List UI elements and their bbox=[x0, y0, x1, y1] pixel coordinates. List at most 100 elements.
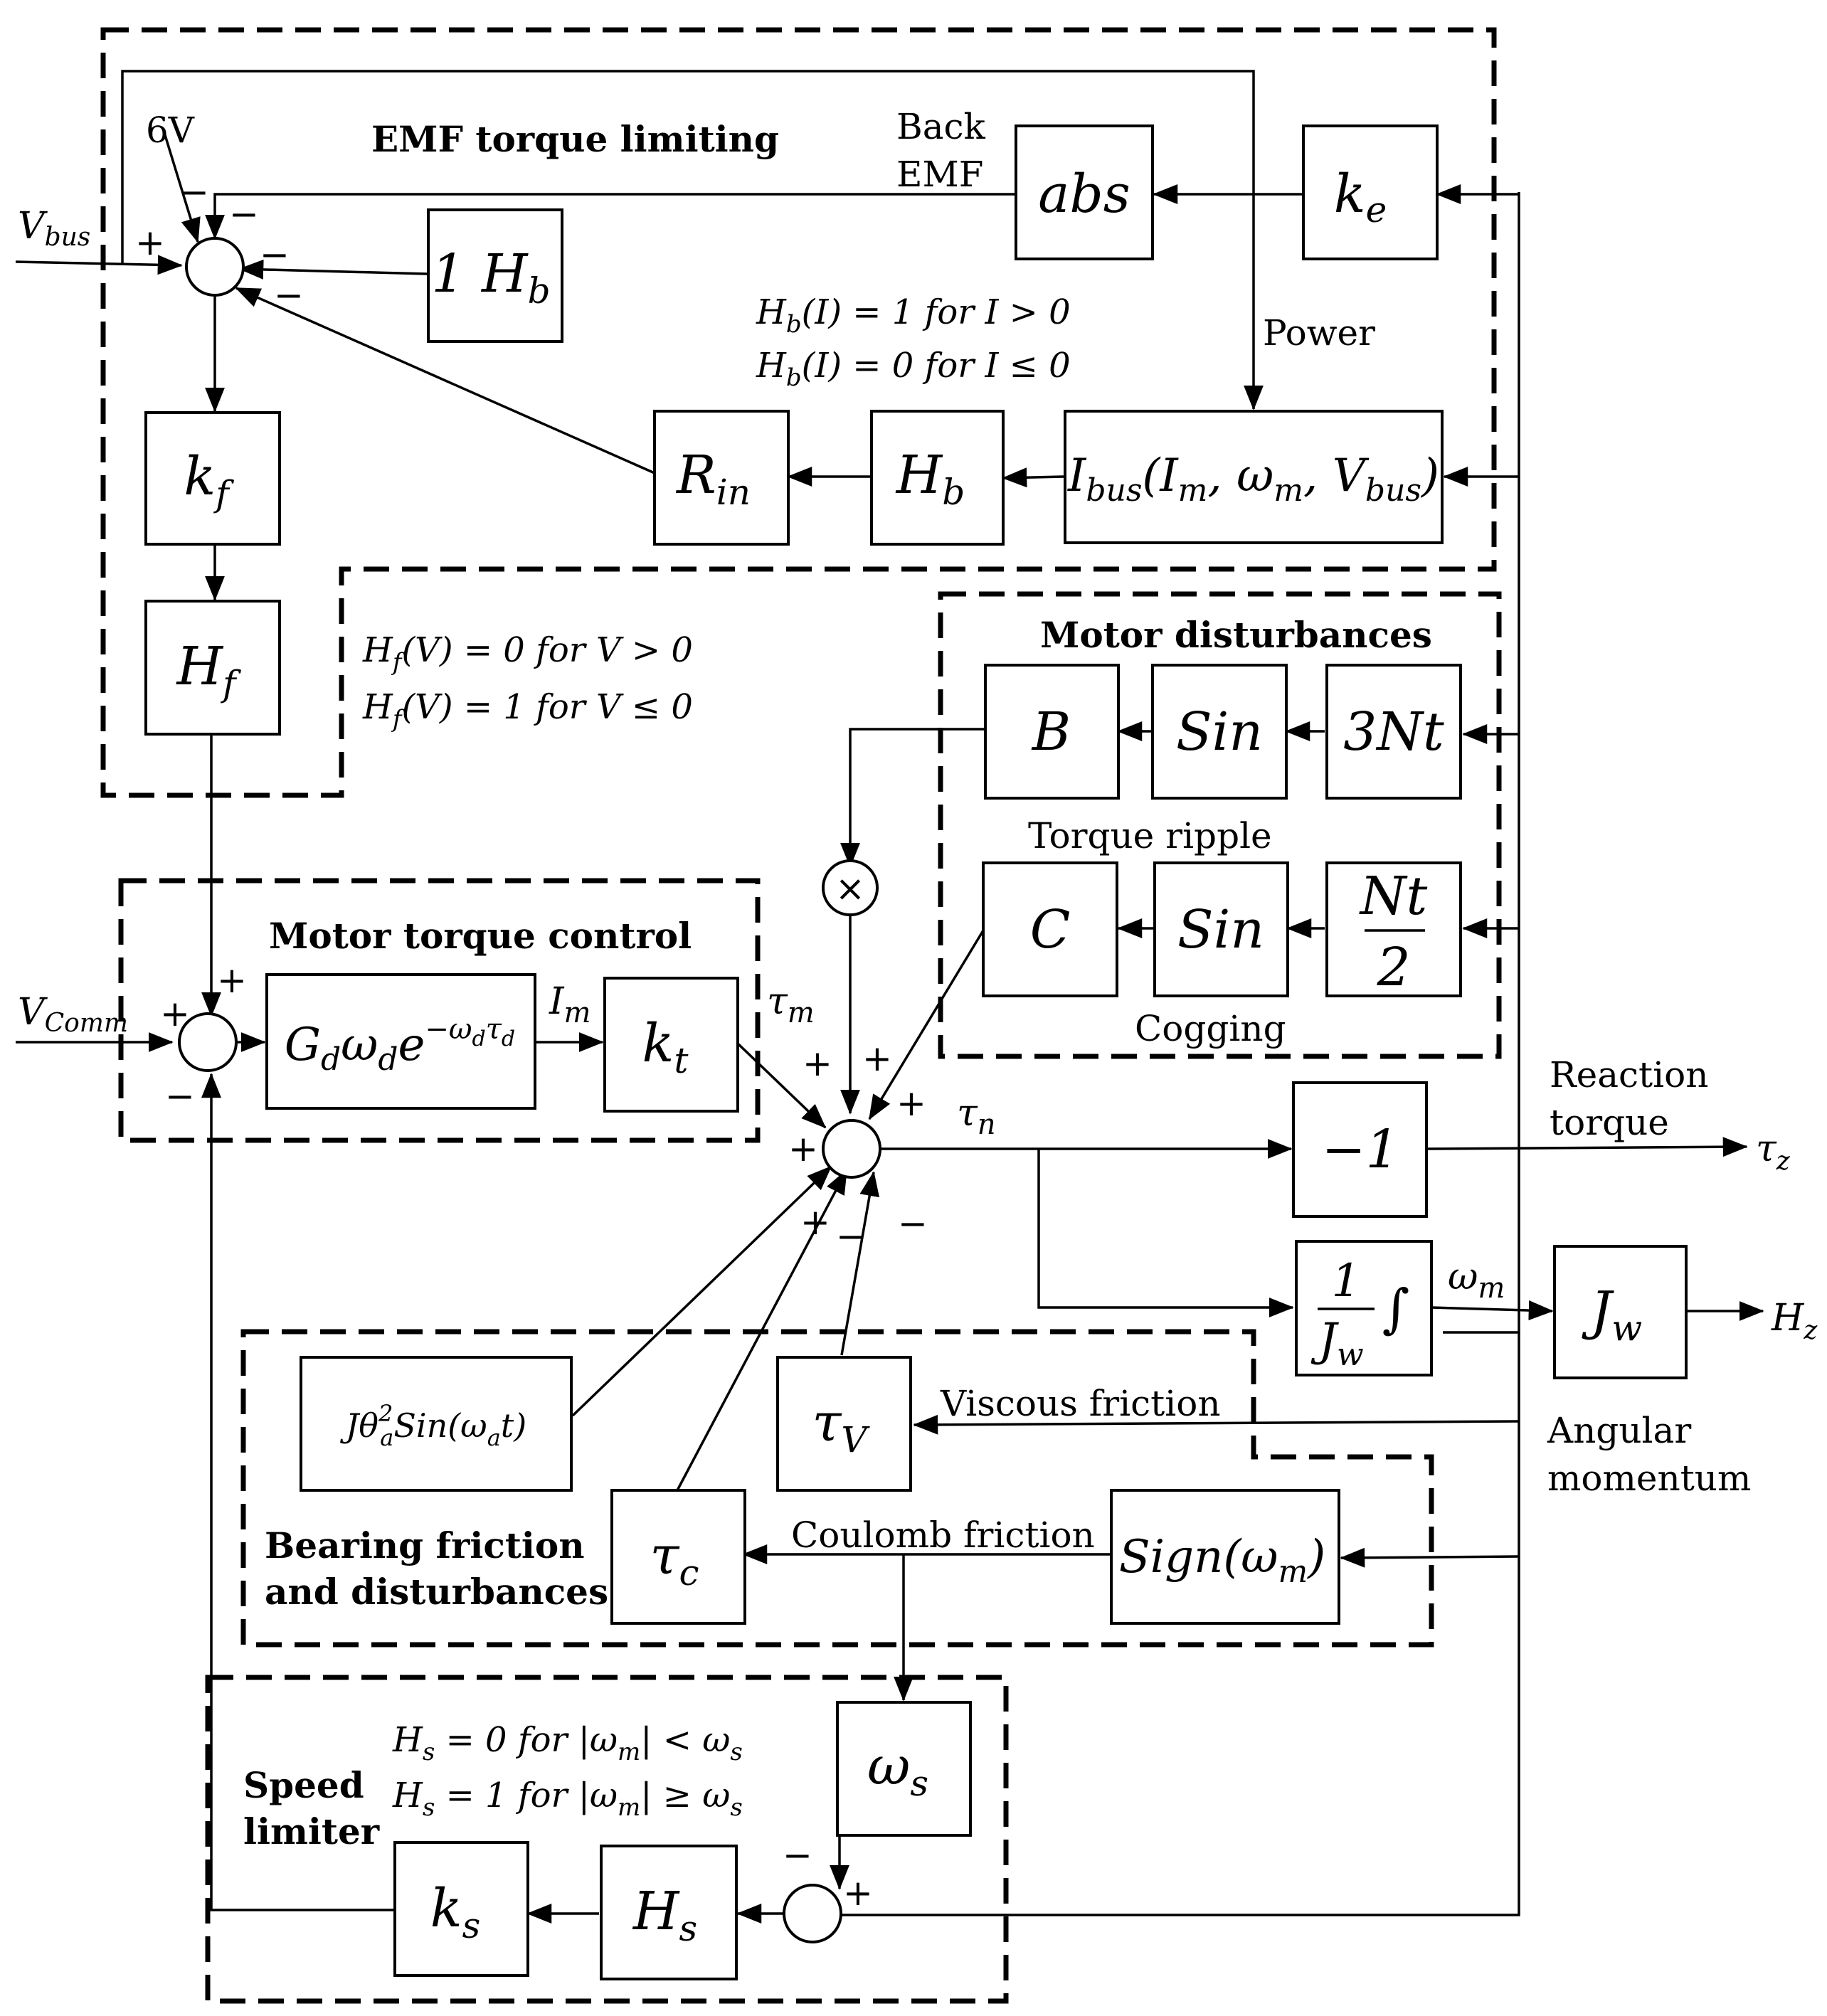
tau-v-block-label: τV bbox=[812, 1392, 870, 1460]
ibus-block-label: Ibus(Im, ωm, Vbus) bbox=[1067, 450, 1439, 509]
sign-emf-minus-rin: − bbox=[274, 275, 304, 316]
sign-net-plus-cogging: + bbox=[896, 1083, 926, 1124]
bearing-group-title-2: and disturbances bbox=[265, 1571, 608, 1613]
hb-definition-2: Hb(I) = 0 for I ≤ 0 bbox=[756, 346, 1071, 392]
kf-block-label: kf bbox=[184, 446, 234, 514]
jtheta-to-sum-wire bbox=[571, 1165, 832, 1417]
tau-n-label: τn bbox=[957, 1092, 996, 1141]
integral-sign: ∫ bbox=[1382, 1278, 1410, 1339]
back-emf-label-2: EMF bbox=[896, 154, 983, 195]
tauc-to-sum-wire bbox=[676, 1169, 848, 1491]
sign-net-minus-viscous: − bbox=[898, 1203, 928, 1244]
emf-summing-junction bbox=[185, 237, 245, 297]
sign-sl-plus: + bbox=[843, 1872, 873, 1914]
ks-block bbox=[393, 1841, 529, 1977]
speed-group-title-1: Speed bbox=[243, 1764, 364, 1806]
ibus-block bbox=[1064, 410, 1444, 544]
sign-tc-plus-left: + bbox=[160, 993, 190, 1034]
cogging-label: Cogging bbox=[1135, 1008, 1286, 1049]
ripple-multiplier bbox=[822, 859, 879, 916]
net-torque-summing-junction bbox=[822, 1119, 881, 1179]
c-to-sum-wire bbox=[868, 930, 985, 1120]
sign-sl-minus: − bbox=[783, 1835, 812, 1876]
gd-delay-block bbox=[265, 973, 536, 1110]
ks-block-label: ks bbox=[430, 1878, 481, 1946]
kt-block-label: kt bbox=[642, 1013, 689, 1081]
sign-emf-minus-back: − bbox=[229, 193, 259, 235]
bearing-friction-group bbox=[240, 1329, 1434, 1648]
vcomm-label: VComm bbox=[18, 991, 128, 1038]
rin-block-label: Rin bbox=[675, 445, 751, 513]
ke-block bbox=[1302, 124, 1439, 260]
vbus-label: Vbus bbox=[18, 205, 90, 252]
nt-half-denominator: 2 bbox=[1376, 937, 1410, 998]
sign-net-plus-ripple: + bbox=[862, 1038, 892, 1079]
bearing-disturbance-block bbox=[300, 1356, 573, 1492]
hz-label: Hz bbox=[1771, 1297, 1818, 1345]
hf-block bbox=[144, 600, 281, 736]
rin-to-sum-wire bbox=[235, 287, 655, 474]
sin-block-cogging bbox=[1153, 861, 1289, 997]
multiplier-symbol: × bbox=[835, 868, 865, 909]
omega-s-block bbox=[836, 1701, 972, 1837]
c-block-label: C bbox=[1030, 899, 1071, 960]
sign-emf-minus-hb: − bbox=[260, 234, 290, 275]
torque-control-summing-junction bbox=[178, 1012, 238, 1072]
sign-net-plus-tau-m: + bbox=[803, 1043, 832, 1084]
sign-net-plus-coulomb: + bbox=[800, 1201, 830, 1243]
integrator-numerator: 1 bbox=[1332, 1255, 1361, 1307]
sign-block-label: Sign(ωm) bbox=[1119, 1531, 1325, 1590]
b-block bbox=[984, 664, 1120, 800]
tauv-to-sum-wire bbox=[840, 1171, 880, 1356]
omega-s-block-label: ωs bbox=[867, 1736, 928, 1804]
hf-block-label: Hf bbox=[175, 636, 241, 704]
jw-block bbox=[1553, 1245, 1688, 1379]
bus-to-sign-wire bbox=[1340, 1547, 1520, 1568]
hs-block bbox=[600, 1845, 738, 1980]
bus-to-tauv-wire bbox=[913, 1414, 1520, 1435]
ks-to-torque-sum-wire bbox=[201, 1073, 395, 1911]
three-nt-block bbox=[1325, 664, 1462, 800]
im-label: Im bbox=[549, 980, 591, 1029]
back-emf-wire bbox=[205, 193, 1017, 240]
ibus-to-hb-wire bbox=[1002, 467, 1064, 488]
speed-group-title-2: limiter bbox=[243, 1810, 380, 1852]
sign-net-minus-coulomb: − bbox=[836, 1216, 866, 1257]
back-emf-label-1: Back bbox=[896, 106, 986, 147]
sin-block-ripple bbox=[1151, 664, 1288, 800]
tau-n-to-integrator-wire bbox=[1037, 1149, 1294, 1317]
sign-block bbox=[1110, 1489, 1340, 1625]
vbus-wire bbox=[15, 255, 183, 275]
hb-block-label: Hb bbox=[895, 445, 965, 513]
torque-control-group-title: Motor torque control bbox=[269, 915, 692, 957]
b-to-mult-wire bbox=[840, 728, 985, 868]
hb-const-block-label: 1 Hb bbox=[431, 243, 550, 312]
angular-momentum-label-1: Angular bbox=[1547, 1410, 1691, 1451]
omega-feedback-lower bbox=[842, 1332, 1520, 1916]
tau-z-label: τz bbox=[1756, 1128, 1791, 1176]
rin-block bbox=[653, 410, 790, 546]
hs-definition-2: Hs = 1 for |ωm| ≥ ωs bbox=[392, 1776, 743, 1822]
three-nt-block-label: 3Nt bbox=[1343, 701, 1444, 763]
gd-delay-block-label: Gdωde−ωdτd bbox=[285, 1013, 515, 1078]
disturbances-group-title: Motor disturbances bbox=[1040, 614, 1432, 656]
hb-const-block bbox=[427, 208, 563, 343]
neg-one-to-tau-z-wire bbox=[1426, 1137, 1748, 1157]
viscous-friction-label: Viscous friction bbox=[940, 1383, 1221, 1424]
tau-c-block-label: τc bbox=[650, 1525, 699, 1593]
kt-block bbox=[603, 977, 739, 1113]
sign-emf-minus-6v: − bbox=[179, 171, 209, 213]
omega-m-label: ωm bbox=[1448, 1256, 1505, 1305]
bearing-group-title-1: Bearing friction bbox=[265, 1524, 585, 1566]
b-block-label: B bbox=[1031, 701, 1071, 763]
sin-block-ripple-label: Sin bbox=[1176, 701, 1263, 763]
kf-block bbox=[144, 411, 281, 546]
hb-block bbox=[870, 410, 1005, 546]
six-v-label: 6V bbox=[146, 110, 195, 151]
ke-block-label: ke bbox=[1334, 164, 1387, 230]
hs-block-label: Hs bbox=[632, 1881, 697, 1949]
hf-definition-2: Hf(V) = 1 for V ≤ 0 bbox=[362, 687, 693, 733]
angular-momentum-label-2: momentum bbox=[1547, 1458, 1751, 1499]
kt-to-sum-wire bbox=[735, 1041, 827, 1129]
